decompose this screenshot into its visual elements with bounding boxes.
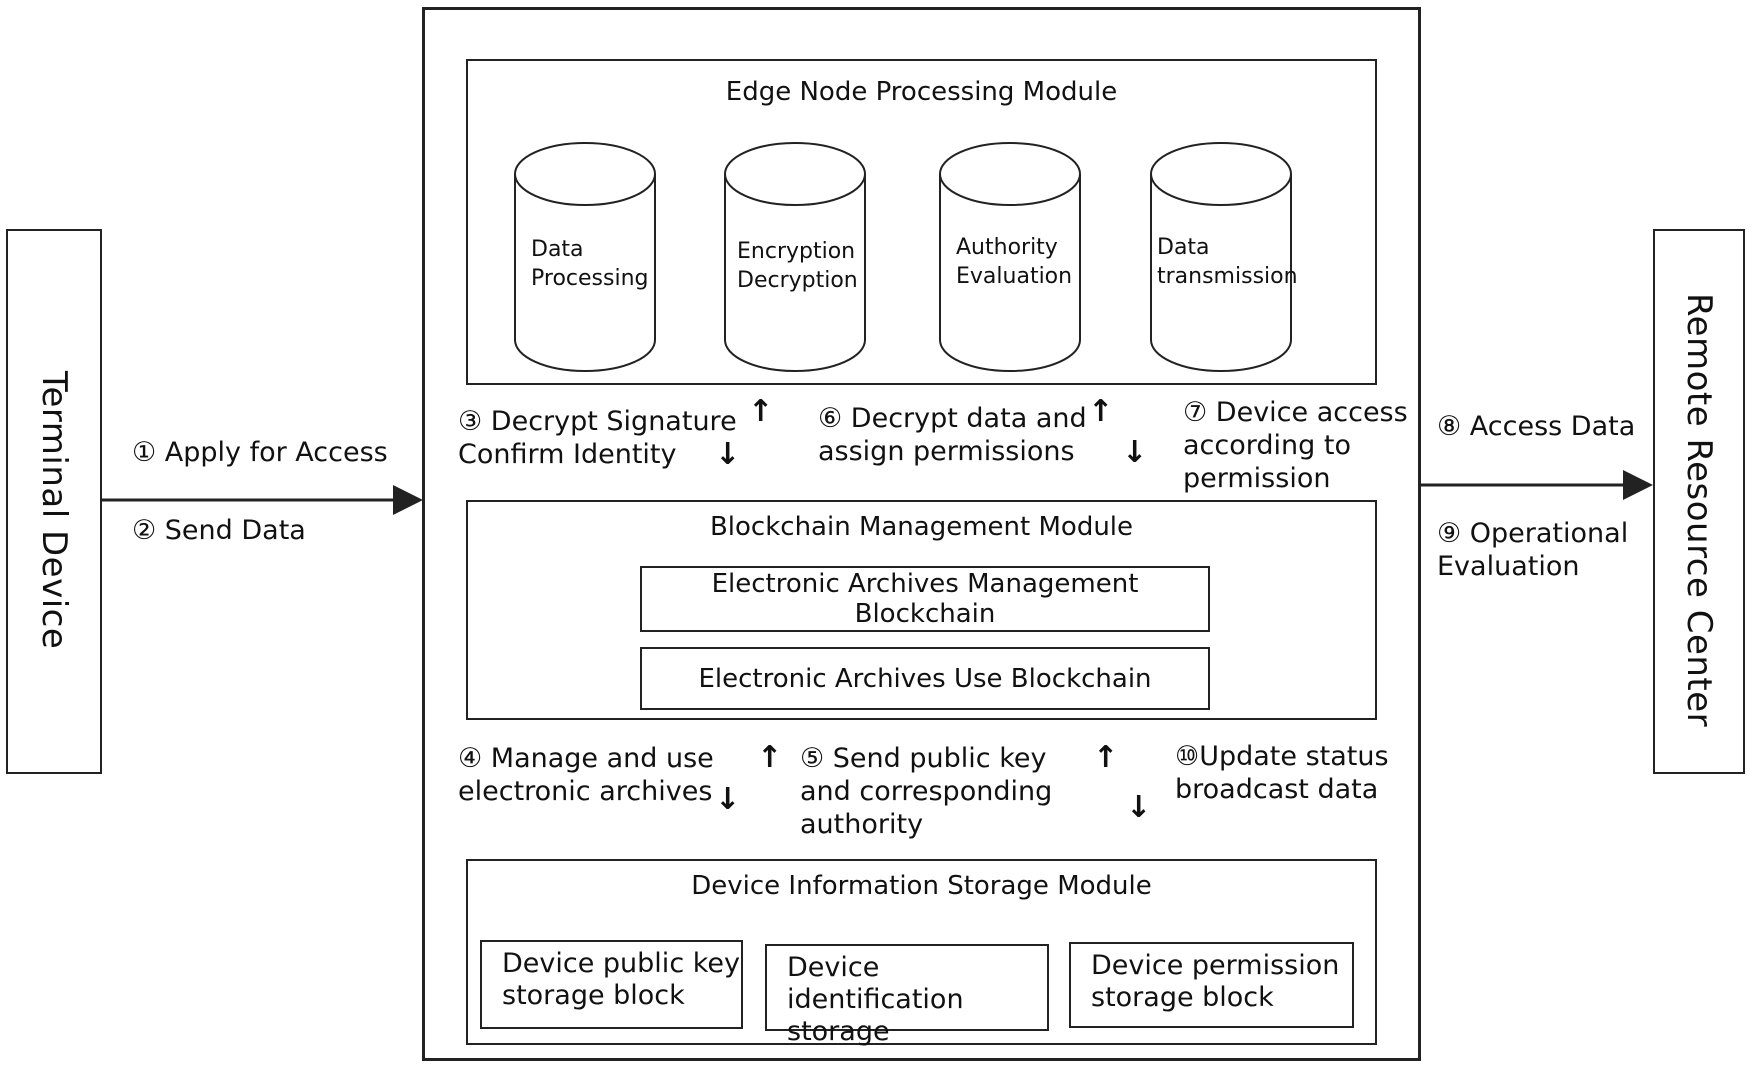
identification-storage-block: Device identification storage: [765, 944, 1049, 1047]
device-information-storage-module: Device Information Storage Module Device…: [466, 859, 1377, 1047]
step-operational-evaluation: ⑨ Operational Evaluation: [1437, 518, 1629, 582]
arrow-up-icon: ↑: [748, 394, 774, 429]
cylinder-data-transmission: Data transmission: [1149, 141, 1298, 373]
remote-resource-center-box: Remote Resource Center: [1653, 229, 1745, 774]
cylinder-label: Encryption Decryption: [737, 239, 858, 293]
cylinder-label: Authority Evaluation: [956, 235, 1073, 289]
cylinder-shape: [514, 142, 656, 372]
cylinder-shape: [939, 142, 1081, 372]
cylinder-authority-evaluation: Authority Evaluation: [938, 141, 1082, 373]
arrow-down-icon: ↓: [715, 437, 741, 472]
step-decrypt-signature: ③ Decrypt Signature Confirm Identity: [458, 406, 737, 470]
terminal-device-box: Terminal Device: [6, 229, 102, 774]
step-access-data: ⑧ Access Data: [1437, 411, 1636, 442]
step-send-public-key: ⑤ Send public key and corresponding auth…: [800, 743, 1053, 840]
arrow-down-icon: ↓: [1122, 435, 1148, 470]
cylinder-label: Data transmission: [1157, 235, 1298, 289]
cylinder-encryption-decryption: Encryption Decryption: [723, 141, 867, 373]
cylinder-data-processing: Data Processing: [513, 141, 657, 373]
step-send-data: ② Send Data: [132, 515, 306, 546]
step-update-status: ⑩Update status broadcast data: [1175, 741, 1389, 805]
blockchain-management-module: Blockchain Management Module Electronic …: [466, 500, 1377, 720]
cylinder-shape: [1150, 142, 1292, 372]
arrow-up-icon: ↑: [1088, 394, 1114, 429]
arrow-up-icon: ↑: [757, 740, 783, 775]
step-apply-for-access: ① Apply for Access: [132, 437, 388, 468]
step-manage-use-archives: ④ Manage and use electronic archives: [458, 743, 714, 807]
remote-resource-center-label: Remote Resource Center: [1679, 293, 1719, 728]
arrow-down-icon: ↓: [1126, 790, 1152, 825]
cylinder-shape: [724, 142, 866, 372]
use-blockchain-box: Electronic Archives Use Blockchain: [640, 647, 1210, 710]
blockchain-module-title: Blockchain Management Module: [709, 512, 1134, 542]
arrow-down-icon: ↓: [715, 782, 741, 817]
cylinder-label: Data Processing: [531, 237, 649, 291]
arrow-up-icon: ↑: [1093, 740, 1119, 775]
permission-storage-block: Device permission storage block: [1069, 942, 1354, 1028]
edge-module-title: Edge Node Processing Module: [725, 77, 1118, 107]
edge-node-processing-module: Edge Node Processing Module Data Process…: [466, 59, 1377, 385]
management-blockchain-box: Electronic Archives Management Blockchai…: [640, 566, 1210, 632]
storage-module-title: Device Information Storage Module: [691, 871, 1152, 901]
terminal-device-label: Terminal Device: [34, 371, 74, 650]
step-decrypt-data-assign-permissions: ⑥ Decrypt data and assign permissions: [818, 403, 1087, 467]
public-key-storage-block: Device public key storage block: [480, 940, 743, 1029]
step-device-access: ⑦ Device access according to permission: [1183, 397, 1408, 494]
